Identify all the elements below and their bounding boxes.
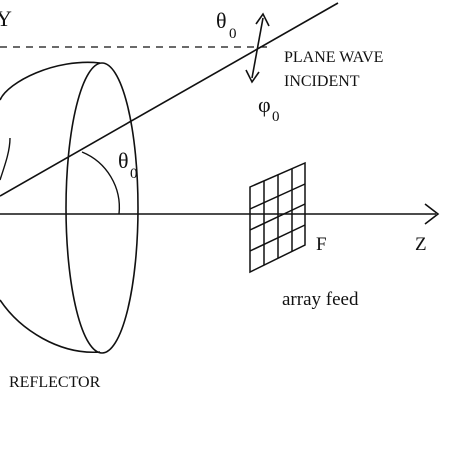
plane-wave-arrowhead-up: [255, 12, 270, 27]
incident-ray-line: [0, 2, 339, 197]
plane-wave-arrowhead-down: [245, 69, 260, 84]
theta0-top-label: θ: [216, 8, 227, 33]
y-axis-label: Y: [0, 6, 12, 31]
z-axis-arrowhead: [424, 203, 440, 225]
array-feed-grid: [249, 161, 306, 274]
z-axis-label: Z: [415, 234, 427, 255]
theta0-top-subscript: 0: [229, 26, 237, 42]
phi0-label: φ: [258, 92, 271, 117]
plane-wave-label-line2: INCIDENT: [284, 73, 360, 90]
plane-wave-arrow-shaft: [251, 17, 264, 79]
array-feed-label: array feed: [282, 289, 359, 310]
focus-label: F: [316, 234, 327, 255]
theta0-angle-subscript: 0: [130, 166, 138, 182]
reflector-lower-curve: [0, 299, 101, 353]
reflector-outer-curve: [0, 61, 101, 101]
theta0-angle-arc: [81, 151, 121, 215]
phi0-subscript: 0: [272, 109, 280, 125]
reflector-label: REFLECTOR: [9, 374, 101, 391]
plane-wave-label-line1: PLANE WAVE: [284, 49, 383, 66]
reflector-inner-arc: [0, 137, 11, 181]
reflector-rim-ellipse: [65, 62, 139, 354]
theta0-angle-label: θ: [118, 148, 129, 173]
